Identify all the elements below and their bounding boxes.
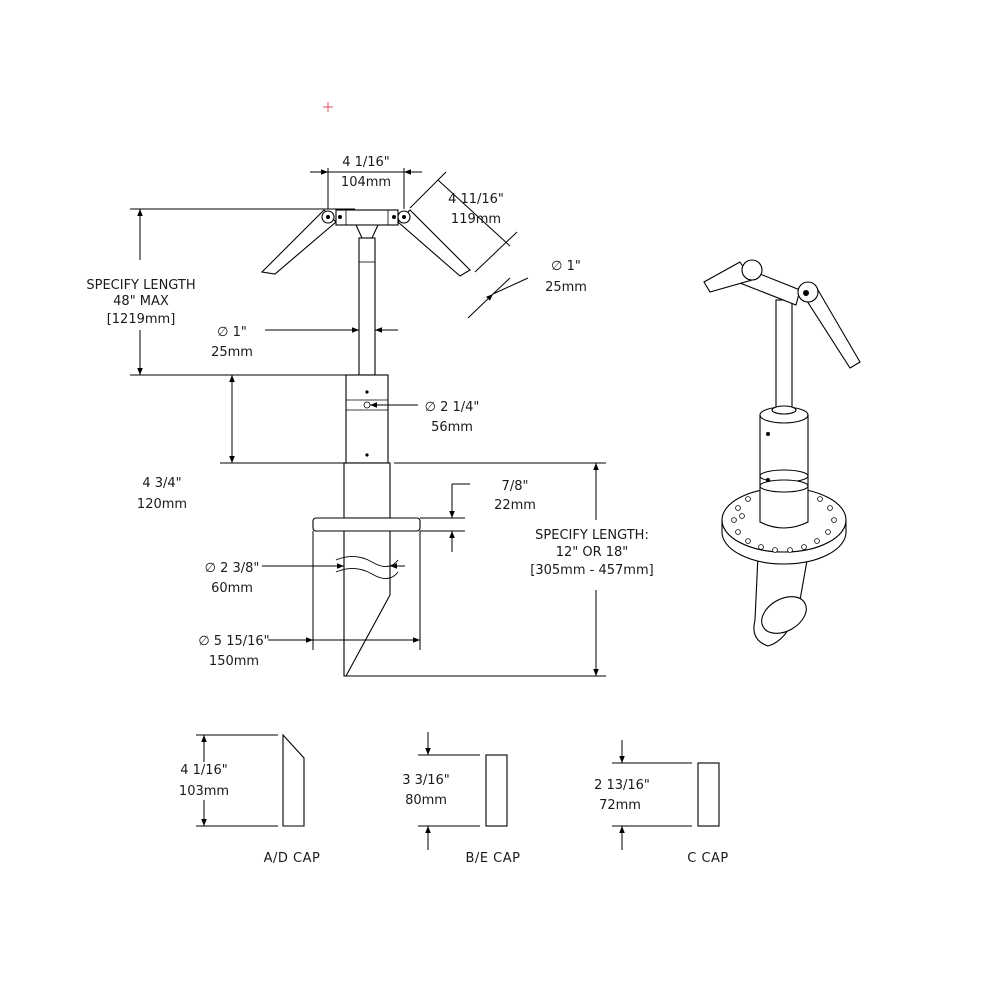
stake-length-label-3: [305mm - 457mm]: [530, 563, 653, 578]
be-cap-height-label: 3 3/16": [402, 773, 450, 788]
stem: [358, 237, 376, 376]
stem-dia-label: ∅ 1": [217, 325, 247, 340]
arm-length-label: 4 11/16": [448, 192, 504, 207]
dimension-text: 4 1/16" 104mm 4 11/16" 119mm ∅ 1" 25mm S…: [86, 155, 653, 669]
top-width-label: 4 1/16": [342, 155, 390, 170]
stake-length-label-2: 12" OR 18": [556, 545, 629, 560]
sleeve: [345, 374, 389, 464]
cap-be: 3 3/16" 80mm B/E CAP: [402, 732, 520, 866]
arm-dia-mm-label: 25mm: [545, 280, 587, 295]
stake-lower: [343, 530, 391, 677]
ad-cap-title: A/D CAP: [264, 851, 321, 866]
specify-length-label-1: SPECIFY LENGTH: [86, 278, 195, 293]
cap-ad: 4 1/16" 103mm A/D CAP: [179, 733, 321, 866]
stake-dia-mm-label: 60mm: [211, 581, 253, 596]
top-width-mm-label: 104mm: [341, 175, 391, 190]
sleeve-height-mm-label: 120mm: [137, 497, 187, 512]
stake-length-label-1: SPECIFY LENGTH:: [535, 528, 649, 543]
c-cap-height-mm-label: 72mm: [599, 798, 641, 813]
be-cap-shape: [485, 754, 508, 827]
be-cap-title: B/E CAP: [466, 851, 521, 866]
flange-dia-label: ∅ 5 15/16": [198, 634, 269, 649]
stake-dia-label: ∅ 2 3/8": [205, 561, 260, 576]
c-cap-title: C CAP: [687, 851, 729, 866]
flange-thickness-mm-label: 22mm: [494, 498, 536, 513]
specify-length-label-3: [1219mm]: [107, 312, 176, 327]
ad-cap-shape: [282, 733, 305, 827]
origin-marker: [323, 102, 333, 112]
be-cap-height-mm-label: 80mm: [405, 793, 447, 808]
sleeve-dia-label: ∅ 2 1/4": [425, 400, 480, 415]
flange: [312, 517, 421, 532]
sleeve-height-label: 4 3/4": [142, 476, 181, 491]
sleeve-dia-mm-label: 56mm: [431, 420, 473, 435]
cap-c: 2 13/16" 72mm C CAP: [594, 740, 729, 866]
stem-dia-mm-label: 25mm: [211, 345, 253, 360]
dimension-lines: [130, 168, 606, 677]
arm-dia-label: ∅ 1": [551, 259, 581, 274]
ad-cap-height-mm-label: 103mm: [179, 784, 229, 799]
tee-hub: [335, 209, 399, 226]
stake-upper: [343, 462, 391, 519]
flange-thickness-label: 7/8": [502, 479, 529, 494]
c-cap-height-label: 2 13/16": [594, 778, 650, 793]
iso-flange-holes: [731, 496, 837, 553]
flange-dia-mm-label: 150mm: [209, 654, 259, 669]
fixture-elevation: [260, 209, 471, 677]
iso-stem: [775, 299, 793, 413]
ad-cap-height-label: 4 1/16": [180, 763, 228, 778]
specify-length-label-2: 48" MAX: [113, 294, 169, 309]
arm-length-mm-label: 119mm: [451, 212, 501, 227]
fixture-isometric: [703, 259, 861, 647]
c-cap-shape: [697, 762, 720, 827]
